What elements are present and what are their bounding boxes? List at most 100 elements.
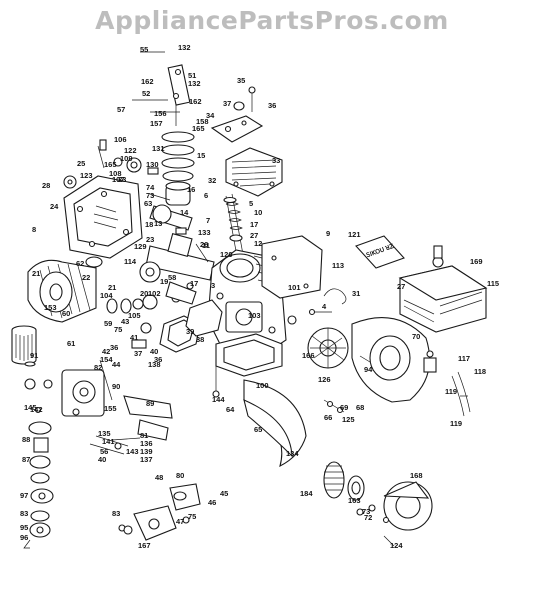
part-callout-56: 56 — [100, 447, 108, 456]
part-callout-21: 21 — [32, 269, 40, 278]
part-callout-20: 20 — [140, 289, 148, 298]
part-callout-63: 63 — [144, 199, 152, 208]
part-callout-90: 90 — [112, 382, 120, 391]
part-callout-14: 14 — [180, 208, 189, 217]
part-callout-19: 19 — [160, 277, 168, 286]
part-callout-115: 115 — [487, 279, 499, 288]
part-callout-39: 39 — [186, 327, 194, 336]
part-callout-9: 9 — [326, 229, 330, 238]
part-callout-61: 61 — [67, 339, 75, 348]
part-callout-143: 143 — [126, 447, 139, 456]
part-callout-37: 37 — [223, 99, 231, 108]
part-callout-97: 97 — [20, 491, 28, 500]
part-callout-12: 12 — [254, 239, 262, 248]
part-callout-166: 166 — [302, 351, 315, 360]
part-callout-184: 184 — [300, 489, 313, 498]
part-callout-52: 52 — [142, 89, 150, 98]
part-callout-36: 36 — [110, 343, 118, 352]
part-callout-23: 23 — [146, 235, 154, 244]
part-callout-162: 162 — [189, 97, 202, 106]
part-callout-113: 113 — [332, 261, 344, 270]
governor-parts — [63, 139, 159, 189]
part-callout-3: 3 — [211, 281, 215, 290]
part-callout-40: 40 — [150, 347, 158, 356]
part-callout-91: 91 — [30, 351, 38, 360]
part-callout-45: 45 — [220, 489, 228, 498]
part-callout-18: 18 — [145, 220, 153, 229]
part-callout-105: 105 — [128, 311, 141, 320]
part-callout-163: 163 — [348, 496, 361, 505]
part-callout-132: 132 — [178, 43, 191, 52]
part-callout-135: 135 — [98, 429, 111, 438]
part-callout-80: 80 — [176, 471, 184, 480]
part-callout-34: 34 — [206, 111, 215, 120]
carburetor-stack — [23, 406, 54, 549]
part-callout-11: 11 — [202, 241, 210, 250]
part-callout-157: 157 — [150, 119, 163, 128]
part-callout-58: 58 — [168, 273, 176, 282]
part-callout-167: 167 — [138, 541, 151, 550]
part-callout-43: 43 — [121, 317, 129, 326]
part-callout-108: 108 — [109, 169, 122, 178]
part-callout-104: 104 — [100, 291, 113, 300]
part-callout-139: 139 — [140, 447, 153, 456]
part-callout-70: 70 — [412, 332, 420, 341]
part-callout-31: 31 — [352, 289, 360, 298]
part-callout-165: 165 — [104, 160, 117, 169]
flywheel — [287, 315, 349, 369]
part-callout-47: 47 — [176, 517, 184, 526]
part-callout-132: 132 — [188, 79, 201, 88]
part-callout-66: 66 — [324, 413, 332, 422]
part-callout-10: 10 — [254, 208, 262, 217]
part-callout-142: 142 — [30, 405, 43, 414]
part-callout-155: 155 — [104, 404, 117, 413]
breather-plate — [210, 86, 264, 143]
fuel-valve — [423, 350, 471, 417]
part-callout-75: 75 — [188, 512, 196, 521]
part-callout-17: 17 — [190, 279, 198, 288]
part-callout-68: 68 — [356, 403, 364, 412]
part-callout-5: 5 — [249, 199, 253, 208]
part-callout-144: 144 — [212, 395, 225, 404]
air-cleaner-element — [27, 259, 97, 323]
rewind-starter — [368, 481, 433, 547]
starter-cup — [323, 461, 365, 501]
part-callout-7: 7 — [206, 216, 210, 225]
part-callout-82: 82 — [94, 363, 102, 372]
part-callout-87: 87 — [22, 455, 30, 464]
part-callout-141: 141 — [102, 437, 115, 446]
part-callout-6: 6 — [204, 191, 208, 200]
part-callout-123: 123 — [80, 171, 93, 180]
part-callout-46: 46 — [208, 498, 216, 507]
part-callout-154: 154 — [100, 355, 113, 364]
part-callout-131: 131 — [152, 144, 165, 153]
part-callout-25: 25 — [77, 159, 85, 168]
part-callout-21: 21 — [108, 283, 116, 292]
part-callout-138: 138 — [148, 360, 161, 369]
warning-decal: Ꮪꓲꓗꓳꓴ ꓤꓜ — [355, 235, 405, 269]
blower-housing — [351, 317, 431, 403]
part-callout-102: 102 — [148, 289, 161, 298]
part-callout-38: 38 — [196, 335, 204, 344]
part-callout-17: 17 — [250, 220, 258, 229]
part-callout-44: 44 — [112, 360, 121, 369]
part-callout-153: 153 — [44, 303, 57, 312]
part-callout-95: 95 — [20, 523, 28, 532]
part-callout-130: 130 — [146, 160, 159, 169]
part-callout-16: 16 — [187, 185, 195, 194]
part-callout-57: 57 — [117, 105, 125, 114]
part-callout-118: 118 — [474, 367, 486, 376]
part-callout-55: 55 — [140, 45, 148, 54]
part-callout-165: 165 — [192, 124, 205, 133]
part-callout-114: 114 — [124, 257, 137, 266]
part-callout-51: 51 — [188, 71, 196, 80]
part-callout-119: 119 — [450, 419, 462, 428]
part-callout-162: 162 — [141, 77, 154, 86]
part-callout-145: 145 — [24, 403, 37, 412]
part-callout-75: 75 — [114, 325, 122, 334]
part-callout-81: 81 — [140, 431, 148, 440]
fuel-filter — [11, 325, 37, 390]
part-callout-15: 15 — [197, 151, 205, 160]
part-callout-26: 26 — [200, 240, 208, 249]
